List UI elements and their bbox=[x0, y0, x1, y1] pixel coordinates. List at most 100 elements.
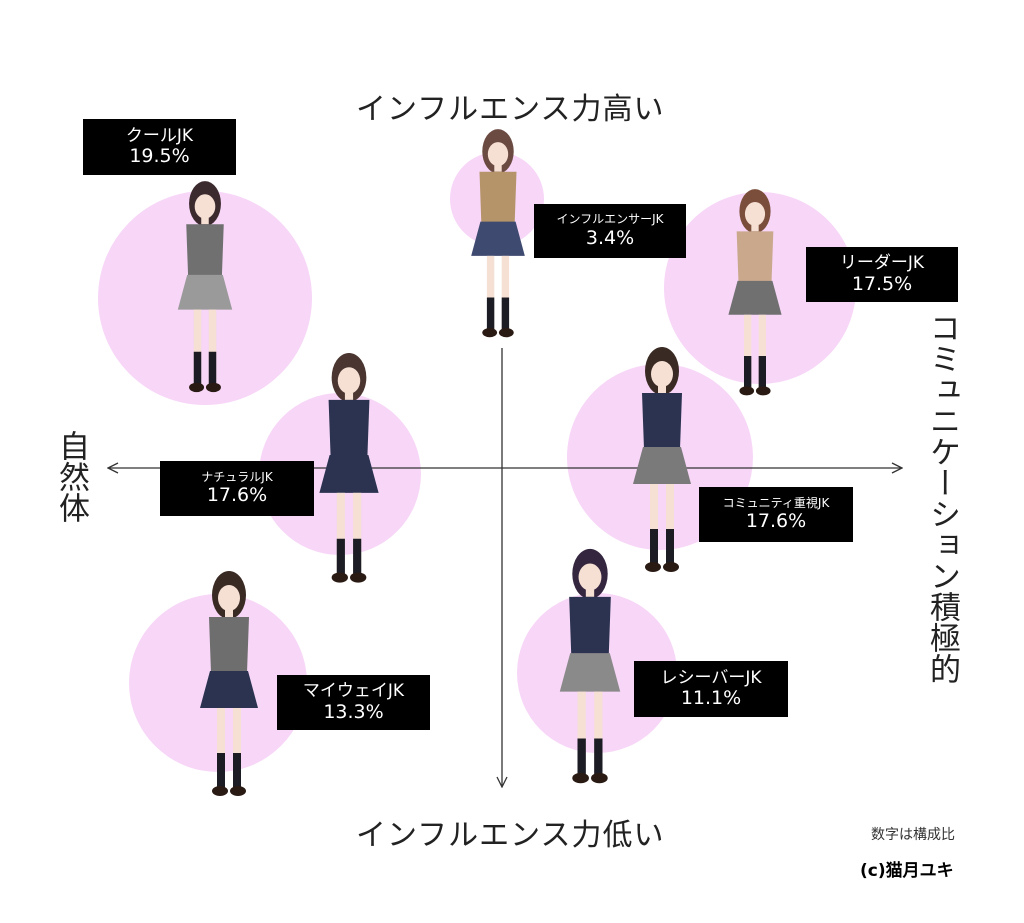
figure-neck bbox=[751, 224, 759, 232]
figure-shoe bbox=[350, 572, 367, 583]
schoolgirl-figure bbox=[633, 347, 691, 572]
figure-shoe bbox=[739, 386, 755, 396]
figure-sock bbox=[208, 351, 217, 385]
label-share: 17.6% bbox=[206, 484, 268, 507]
figure-face bbox=[487, 142, 509, 167]
figure-skirt bbox=[728, 280, 782, 315]
label-name: レシーバーJK bbox=[660, 667, 762, 688]
figure-face bbox=[337, 367, 361, 394]
figure-sock bbox=[577, 738, 586, 775]
figure-leg bbox=[501, 255, 510, 330]
figure-skirt bbox=[633, 447, 691, 484]
figure-leg bbox=[336, 492, 345, 575]
figure-jacket bbox=[642, 393, 682, 449]
schoolgirl-figure bbox=[728, 189, 782, 396]
figure-neck bbox=[201, 217, 209, 225]
schoolgirl-figure bbox=[200, 571, 258, 796]
figure-jacket bbox=[328, 399, 370, 458]
label-name: コミュニティ重視JK bbox=[722, 495, 830, 510]
figure-jacket bbox=[479, 171, 517, 224]
figure-face bbox=[578, 563, 602, 591]
figure-leg bbox=[666, 484, 674, 564]
figure-sock bbox=[353, 538, 362, 575]
figure-neck bbox=[225, 610, 233, 617]
label-leader: リーダーJK 17.5% bbox=[806, 247, 958, 302]
figure-skirt bbox=[559, 653, 621, 692]
figure-leg bbox=[577, 691, 586, 775]
figure-jacket bbox=[736, 231, 774, 283]
credit: (c)猫月ユキ bbox=[860, 861, 954, 881]
figure-shoe bbox=[205, 382, 221, 393]
figure-face bbox=[651, 361, 673, 387]
figure-shoe bbox=[572, 772, 589, 784]
figure-shoe bbox=[663, 562, 679, 572]
axis-title-bottom: インフルエンス力低い bbox=[356, 818, 665, 853]
label-share: 19.5% bbox=[129, 145, 190, 168]
figure-sock bbox=[744, 356, 752, 389]
label-name: リーダーJK bbox=[839, 253, 925, 274]
figure-sock bbox=[758, 356, 766, 389]
figure-face bbox=[744, 202, 766, 226]
figure-sock bbox=[650, 529, 658, 564]
figure-leg bbox=[353, 492, 362, 575]
figure-leg bbox=[217, 708, 225, 788]
figure-skirt bbox=[177, 274, 233, 310]
label-natural: ナチュラルJK 17.6% bbox=[160, 461, 314, 516]
axis-title-left: 自然体 bbox=[53, 430, 89, 523]
figure-leg bbox=[208, 309, 217, 385]
label-cool: クールJK 19.5% bbox=[83, 119, 236, 175]
figure-skirt bbox=[319, 455, 379, 493]
label-name: マイウェイJK bbox=[302, 681, 405, 702]
figure-sock bbox=[501, 297, 510, 330]
schoolgirl-figure bbox=[559, 548, 621, 784]
axis-title-top: インフルエンス力高い bbox=[356, 92, 665, 127]
figure-shoe bbox=[645, 562, 661, 572]
label-share: 3.4% bbox=[585, 226, 635, 249]
figure-jacket bbox=[186, 224, 224, 277]
figure-shoe bbox=[498, 328, 514, 338]
figure-neck bbox=[494, 165, 502, 172]
figure-sock bbox=[486, 297, 495, 330]
figure-leg bbox=[650, 484, 658, 564]
figure-shoe bbox=[230, 786, 246, 796]
figure-sock bbox=[193, 351, 202, 385]
figure-leg bbox=[758, 314, 766, 389]
figure-face bbox=[194, 194, 216, 219]
label-community: コミュニティ重視JK 17.6% bbox=[699, 487, 853, 542]
figure-neck bbox=[658, 386, 666, 393]
label-name: インフルエンサーJK bbox=[556, 212, 664, 227]
figure-jacket bbox=[209, 617, 249, 673]
figure-jacket bbox=[569, 596, 611, 656]
label-share: 17.6% bbox=[745, 510, 807, 533]
figure-shoe bbox=[591, 772, 608, 784]
footnote: 数字は構成比 bbox=[871, 827, 955, 843]
schoolgirl-figure bbox=[319, 352, 379, 583]
label-receiver: レシーバーJK 11.1% bbox=[634, 661, 788, 717]
figure-neck bbox=[344, 392, 354, 400]
label-name: クールJK bbox=[125, 125, 194, 146]
figure-sock bbox=[233, 753, 241, 788]
figure-leg bbox=[193, 309, 202, 385]
figure-sock bbox=[336, 538, 345, 575]
figure-leg bbox=[233, 708, 241, 788]
label-share: 17.5% bbox=[851, 272, 913, 295]
schoolgirl-figure bbox=[177, 181, 233, 393]
figure-leg bbox=[486, 255, 495, 330]
figure-face bbox=[218, 585, 240, 611]
label-share: 11.1% bbox=[680, 687, 742, 710]
label-myway: マイウェイJK 13.3% bbox=[277, 675, 430, 730]
figure-leg bbox=[594, 691, 603, 775]
figure-shoe bbox=[189, 382, 205, 393]
label-name: ナチュラルJK bbox=[201, 469, 273, 484]
label-share: 13.3% bbox=[323, 700, 384, 723]
label-influencer: インフルエンサーJK 3.4% bbox=[534, 204, 686, 258]
figure-leg bbox=[744, 314, 752, 389]
figure-sock bbox=[666, 529, 674, 564]
schoolgirl-figure bbox=[471, 129, 525, 338]
figure-shoe bbox=[331, 572, 348, 583]
figure-shoe bbox=[212, 786, 228, 796]
axis-title-right: コミュニケーション積極的 bbox=[924, 312, 960, 684]
figure-skirt bbox=[471, 221, 525, 256]
figure-shoe bbox=[755, 386, 771, 396]
